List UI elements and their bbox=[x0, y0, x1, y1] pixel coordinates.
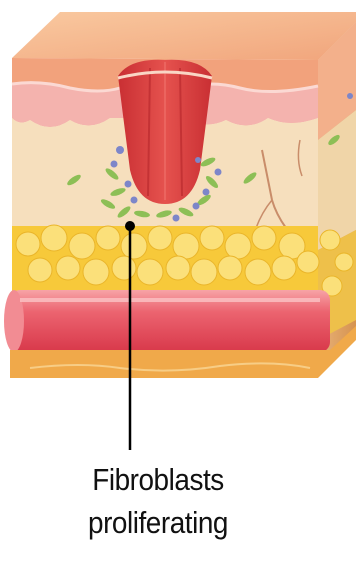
immune-cell bbox=[125, 181, 132, 188]
immune-cell bbox=[193, 203, 200, 210]
immune-cell bbox=[347, 93, 353, 99]
label-line-2: proliferating bbox=[41, 505, 275, 541]
immune-cell bbox=[131, 197, 138, 204]
blood-vessel bbox=[4, 290, 330, 352]
label-line-1: Fibroblasts bbox=[41, 462, 275, 498]
immune-cell bbox=[116, 146, 124, 154]
fat-layer bbox=[12, 225, 353, 298]
immune-cell bbox=[203, 189, 210, 196]
immune-cell bbox=[111, 161, 118, 168]
epidermis-top-surface bbox=[12, 12, 356, 60]
immune-cell bbox=[215, 169, 222, 176]
immune-cell bbox=[173, 215, 180, 222]
immune-cell bbox=[195, 157, 201, 163]
